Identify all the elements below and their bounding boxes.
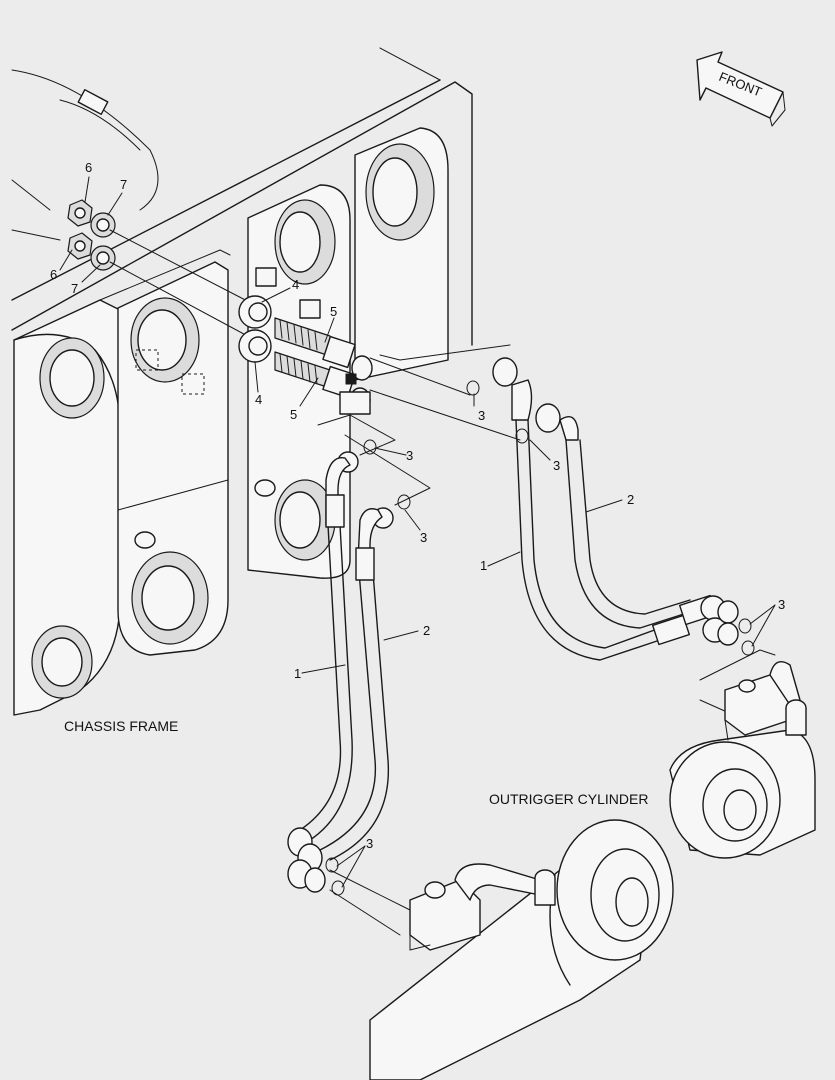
callout-numbers: 6 7 6 7 4 4 5 5 3 3 3 3 3 3 1 1 2 2 <box>50 160 785 851</box>
chassis-frame-label: CHASSIS FRAME <box>64 718 178 734</box>
callout-3-a: 3 <box>478 408 485 423</box>
callout-2-left: 2 <box>423 623 430 638</box>
callout-5-bottom: 5 <box>290 407 297 422</box>
callout-3-c: 3 <box>406 448 413 463</box>
outrigger-cylinder-label: OUTRIGGER CYLINDER <box>489 791 648 807</box>
left-hose-assembly <box>287 439 411 896</box>
outrigger-cylinder-lower <box>369 819 674 1080</box>
callout-1-right: 1 <box>480 558 487 573</box>
callout-leaders <box>59 176 776 888</box>
right-hose-assembly <box>466 357 755 661</box>
callout-6-bottom: 6 <box>50 267 57 282</box>
callout-2-right: 2 <box>627 492 634 507</box>
callout-6-top: 6 <box>85 160 92 175</box>
callout-7-bottom: 7 <box>71 281 78 296</box>
callout-4-top: 4 <box>292 277 299 292</box>
callout-1-left: 1 <box>294 666 301 681</box>
chassis-frame <box>11 47 473 716</box>
callout-3-f: 3 <box>366 836 373 851</box>
callout-3-e: 3 <box>778 597 785 612</box>
nuts-and-washers <box>67 199 256 341</box>
callout-5-top: 5 <box>330 304 337 319</box>
bulkhead-fittings <box>238 295 373 415</box>
callout-4-bottom: 4 <box>255 392 262 407</box>
outrigger-cylinder-upper <box>669 661 816 859</box>
front-arrow-icon: FRONT <box>696 51 786 127</box>
callout-3-d: 3 <box>420 530 427 545</box>
callout-7-top: 7 <box>120 177 127 192</box>
callout-3-b: 3 <box>553 458 560 473</box>
